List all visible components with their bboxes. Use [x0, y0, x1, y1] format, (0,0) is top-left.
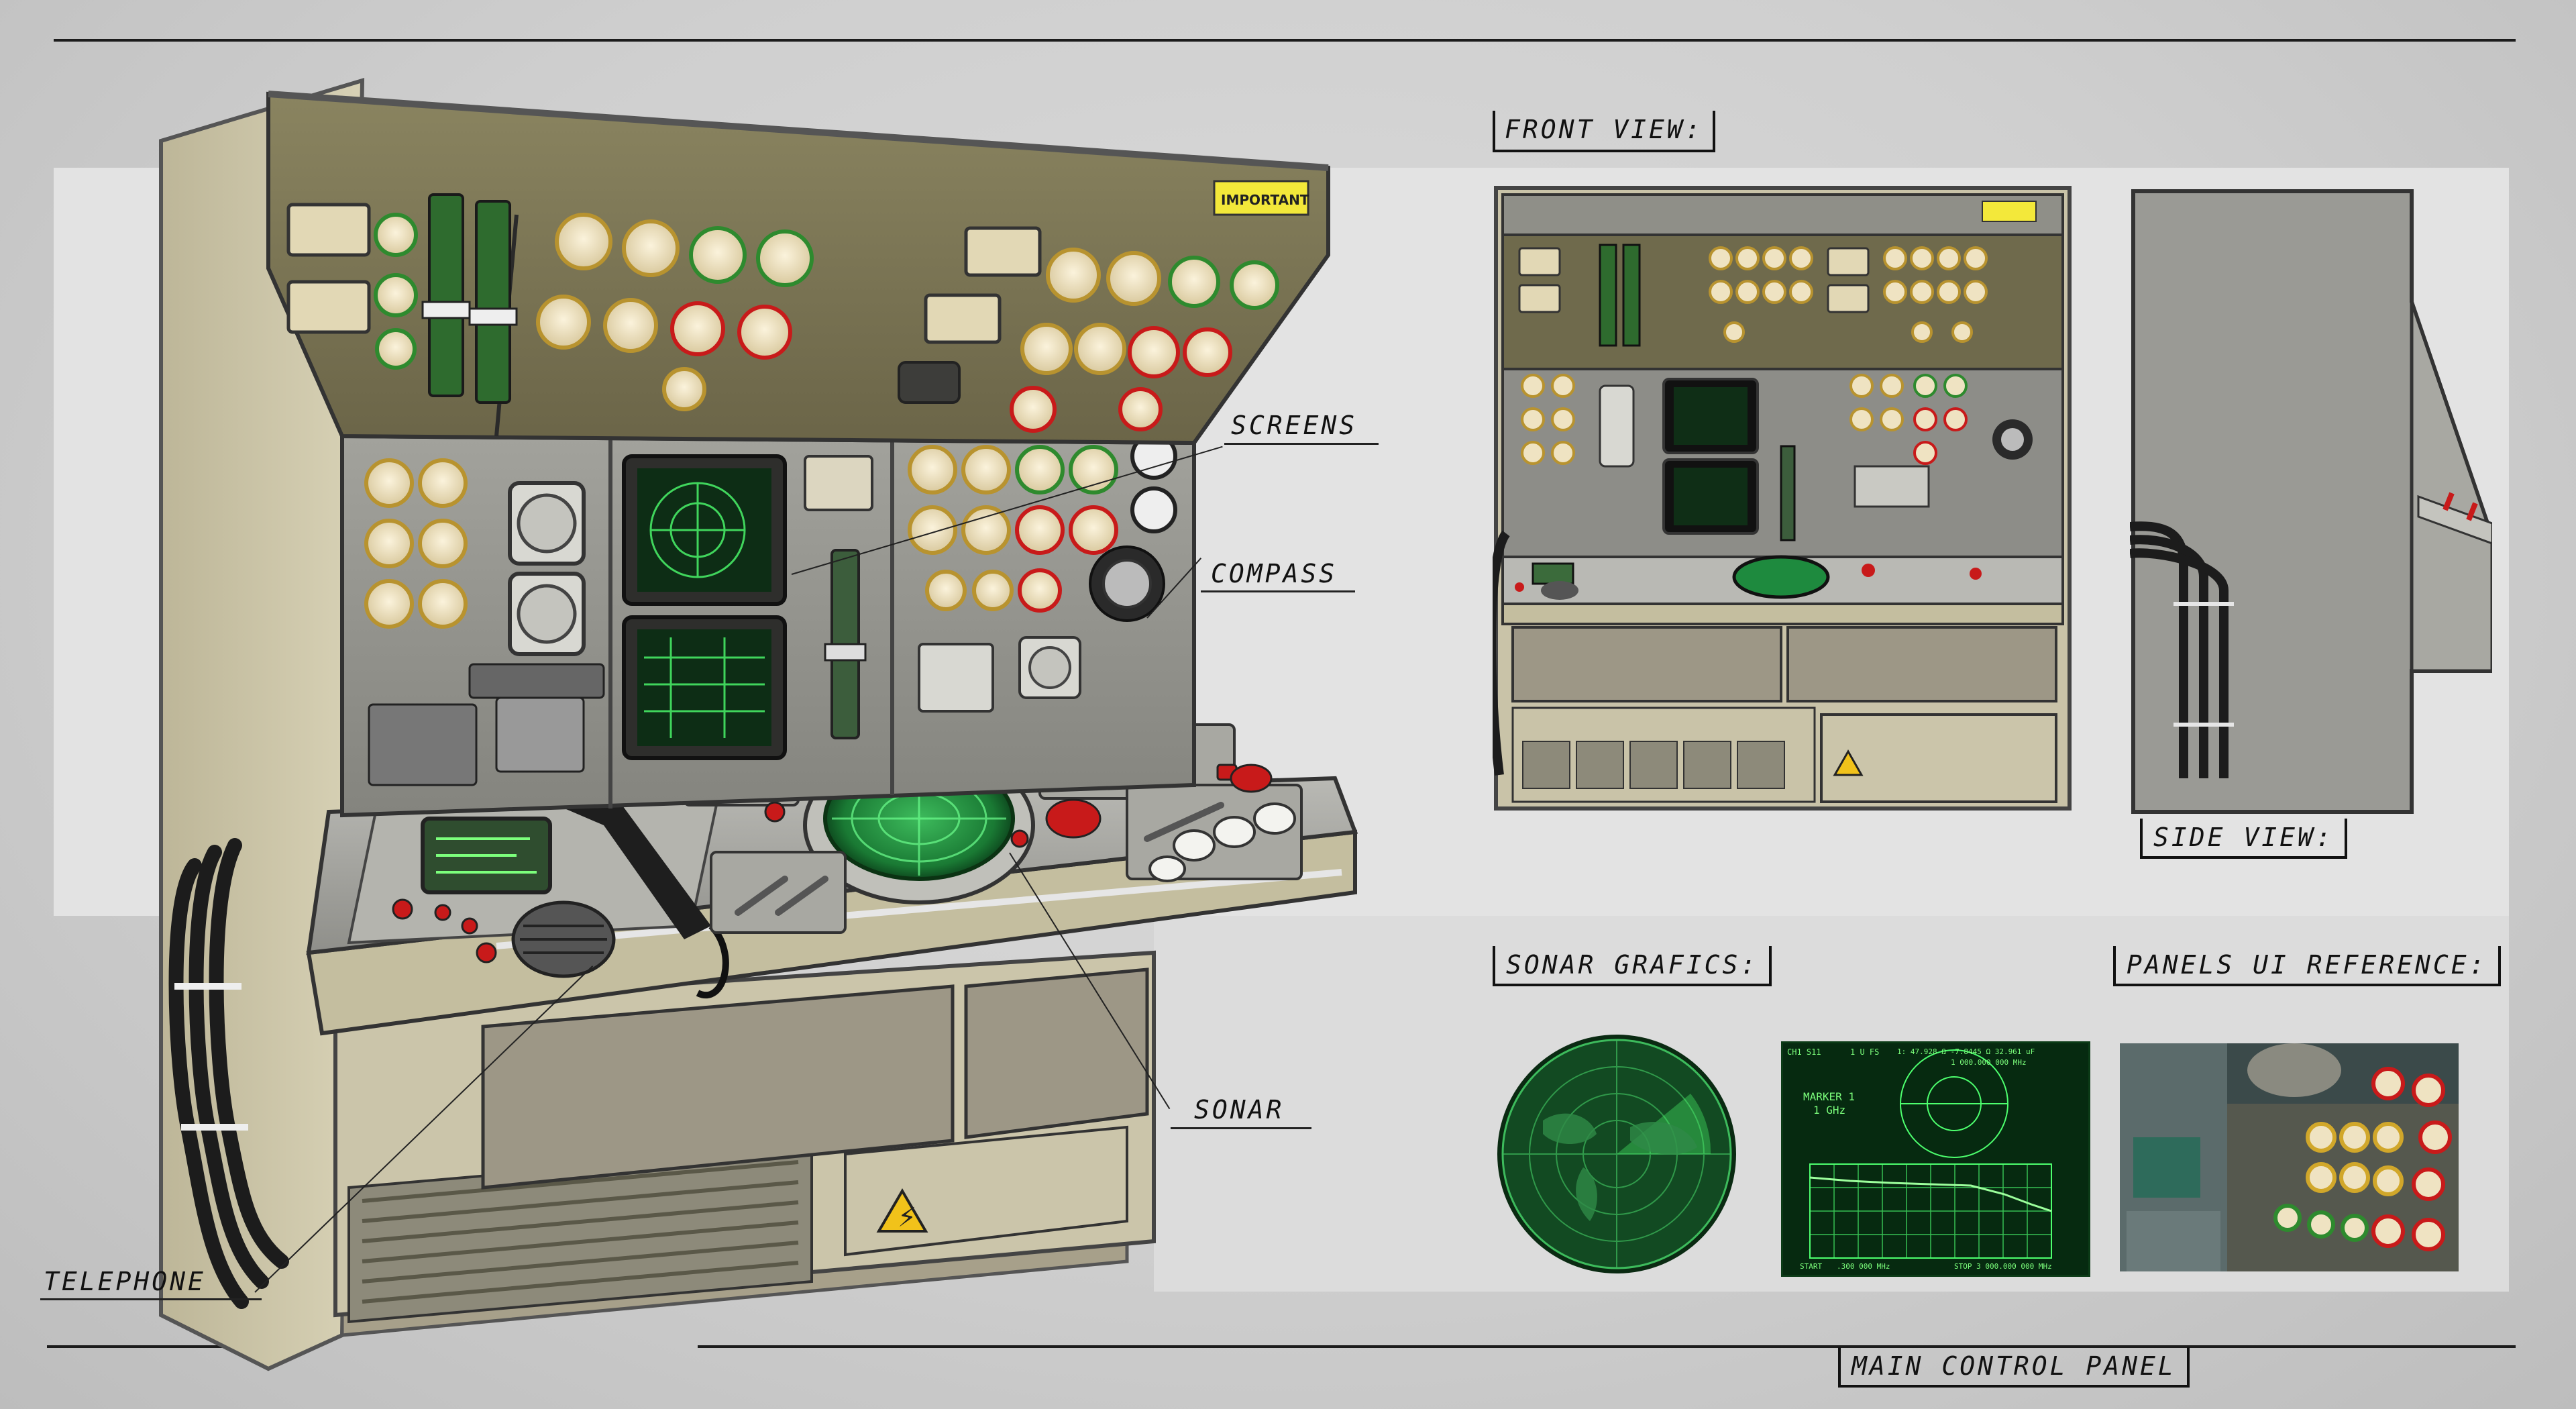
bottom-rule-right [698, 1345, 2516, 1348]
side-view-drawing [2130, 189, 2492, 814]
spectrum-bottom-mid: .300 000 MHz [1837, 1262, 1890, 1271]
spectrum-marker-label: MARKER 1 [1803, 1090, 1856, 1103]
spectrum-marker-value: 1 GHz [1813, 1104, 1846, 1116]
sonar-spectrum-screen: CH1 S11 1 U FS 1: 47.928 Ω -7.8445 Ω 32.… [1781, 1041, 2090, 1277]
callout-telephone: TELEPHONE [44, 1267, 206, 1296]
bottom-rule-left [47, 1345, 282, 1348]
side-view-label: SIDE VIEW: [2140, 819, 2347, 859]
reference-photo [2120, 1043, 2459, 1271]
front-view-label: FRONT VIEW: [1493, 111, 1715, 152]
spectrum-bottom-left: START [1800, 1262, 1823, 1271]
front-view-drawing [1493, 186, 2072, 811]
spectrum-bottom-right: STOP 3 000.000 000 MHz [1954, 1262, 2052, 1271]
callout-screens: SCREENS [1231, 411, 1358, 440]
screens-underline [1224, 443, 1379, 445]
spectrum-top-left: CH1 S11 [1787, 1047, 1821, 1057]
spectrum-top-val: 1: 47.928 Ω -7.8445 Ω 32.961 uF [1897, 1047, 2035, 1056]
warning-sticker: IMPORTANT [1221, 192, 1309, 208]
callout-compass: COMPASS [1211, 559, 1338, 588]
sonar-radar-graphic [1497, 1035, 1736, 1273]
panels-ui-reference-label: PANELS UI REFERENCE: [2113, 946, 2501, 986]
console-illustration: ⚡ [159, 77, 1358, 1371]
sonar-graphics-label: SONAR GRAFICS: [1493, 946, 1772, 986]
telephone-underline [40, 1298, 262, 1300]
spectrum-top-mid: 1 U FS [1850, 1047, 1880, 1057]
spectrum-top-freq: 1 000.000 000 MHz [1951, 1058, 2027, 1067]
sonar-underline [1171, 1127, 1311, 1129]
callout-sonar: SONAR [1194, 1095, 1285, 1125]
svg-text:⚡: ⚡ [898, 1202, 916, 1233]
compass-underline [1201, 590, 1355, 592]
page-title: MAIN CONTROL PANEL [1838, 1347, 2190, 1388]
top-rule [54, 39, 2516, 42]
screens [622, 454, 787, 760]
